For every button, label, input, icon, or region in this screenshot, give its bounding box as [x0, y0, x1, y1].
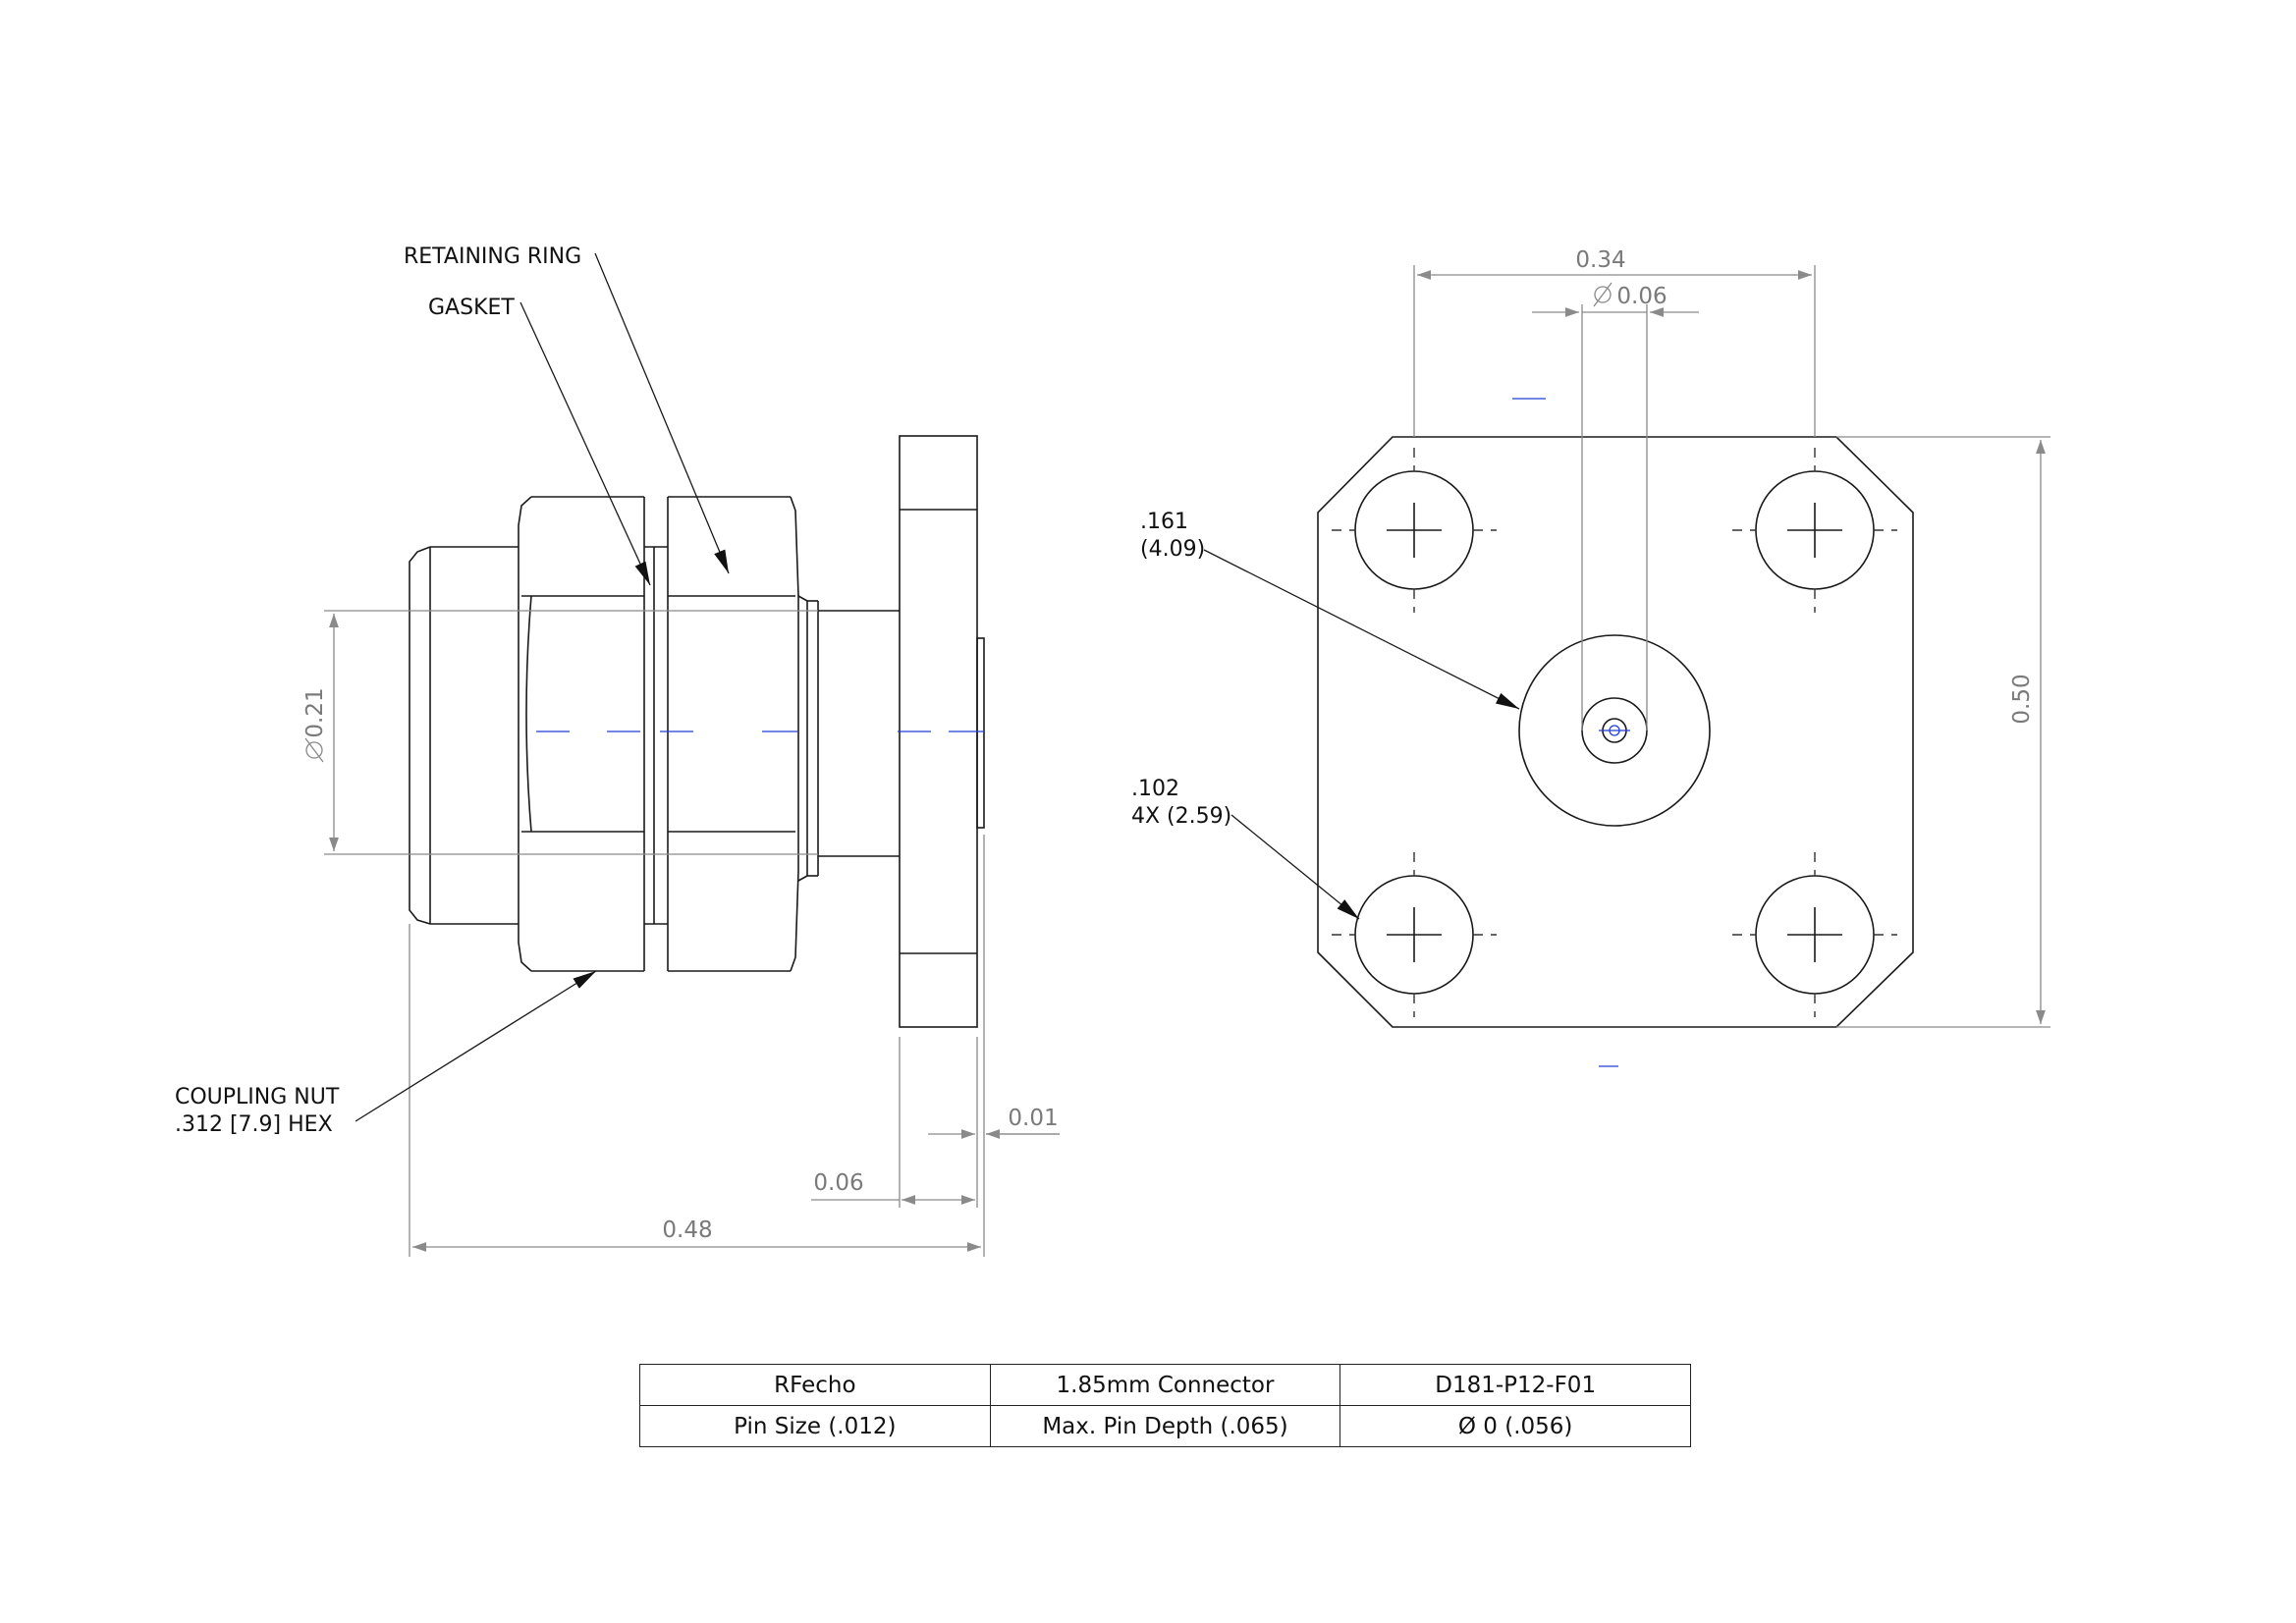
pin-depth-cell: Max. Pin Depth (.065) [989, 1405, 1341, 1447]
coupling-nut [518, 496, 645, 972]
mount-hole-label-1: .102 [1131, 777, 1179, 801]
mounting-hole-bottom-right [1732, 852, 1897, 1017]
flange-thickness-dimension: 0.06 [811, 1037, 978, 1208]
retaining-ring-label: RETAINING RING [404, 244, 581, 269]
product-cell: 1.85mm Connector [989, 1364, 1341, 1406]
center-hole-label-2: (4.09) [1140, 537, 1205, 562]
side-view: 0.21 0.48 0.06 0.01 [175, 244, 1060, 1257]
gasket-callout: GASKET [428, 296, 651, 586]
part-number-cell: D181-P12-F01 [1339, 1364, 1691, 1406]
flange-height-dimension: 0.50 [1836, 436, 2050, 1028]
front-barrel [409, 546, 519, 925]
diameter-symbol [1593, 282, 1613, 307]
mounting-hole-top-right [1732, 448, 1897, 613]
retaining-ring [667, 496, 799, 972]
coupling-nut-label-2: .312 [7.9] HEX [175, 1112, 333, 1137]
pin-size-cell: Pin Size (.012) [639, 1405, 991, 1447]
pin-step-value: 0.01 [1008, 1106, 1058, 1131]
mounting-hole-top-left [1332, 448, 1497, 613]
mounting-hole-bottom-left [1332, 852, 1497, 1017]
flange-height-value: 0.50 [2009, 674, 2035, 724]
title-block: RFecho 1.85mm Connector D181-P12-F01 Pin… [639, 1364, 1691, 1447]
coupling-nut-label-1: COUPLING NUT [175, 1085, 340, 1109]
body-diameter-value: 0.21 [302, 687, 328, 737]
front-view: 0.34 0.06 0.50 .161 (4.09) [1131, 247, 2050, 1067]
hole-spacing-dimension: 0.34 [1413, 247, 1816, 437]
diameter-symbol [304, 737, 324, 763]
center-bore [1518, 634, 1711, 827]
flange-thickness-value: 0.06 [813, 1170, 863, 1196]
body-diameter-dimension: 0.21 [302, 610, 818, 855]
pin-diameter-dimension: 0.06 [1532, 282, 1699, 730]
retaining-ring-callout: RETAINING RING [404, 244, 730, 574]
mount-hole-callout: .102 4X (2.59) [1131, 777, 1360, 920]
body-neck [797, 595, 900, 882]
overall-length-value: 0.48 [662, 1217, 712, 1243]
diameter-cell: Ø 0 (.056) [1339, 1405, 1691, 1447]
pin-diameter-value: 0.06 [1616, 284, 1667, 309]
coupling-nut-callout: COUPLING NUT .312 [7.9] HEX [175, 970, 597, 1137]
gasket [644, 546, 668, 925]
mount-hole-label-2: 4X (2.59) [1131, 804, 1231, 829]
company-cell: RFecho [639, 1364, 991, 1406]
center-hole-callout: .161 (4.09) [1140, 510, 1520, 710]
hole-spacing-value: 0.34 [1575, 247, 1625, 273]
center-hole-label-1: .161 [1140, 510, 1188, 534]
flange-outline [1317, 436, 1914, 1028]
pin-step-dimension: 0.01 [928, 1106, 1060, 1139]
front-sketch-markers [1512, 398, 1618, 1067]
title-block-row: RFecho 1.85mm Connector D181-P12-F01 [639, 1364, 1691, 1406]
gasket-label: GASKET [428, 296, 515, 320]
title-block-row: Pin Size (.012) Max. Pin Depth (.065) Ø … [639, 1405, 1691, 1447]
overall-length-dimension: 0.48 [409, 835, 985, 1257]
